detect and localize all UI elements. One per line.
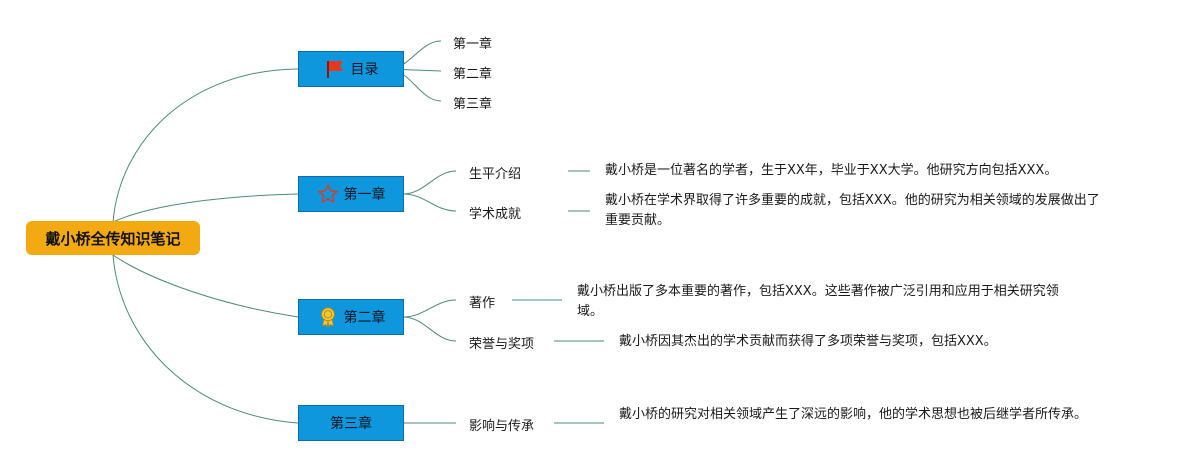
branch-toc[interactable]: 目录 (298, 51, 404, 87)
award-ribbon-icon (317, 306, 339, 328)
note-bio: 戴小桥是一位著名的学者，生于XX年，毕业于XX大学。他研究方向包括XXX。 (605, 163, 1058, 178)
branch-chapter-3[interactable]: 第三章 (298, 405, 404, 441)
connector-root-toc (112, 68, 299, 223)
topic-honors[interactable]: 荣誉与奖项 (469, 337, 535, 352)
branch-chapter-2[interactable]: 第二章 (298, 299, 404, 335)
branch-chapter-1[interactable]: 第一章 (298, 176, 404, 212)
connector-root-ch2 (112, 254, 299, 318)
connector-root-ch3 (112, 254, 299, 424)
branch-chapter-1-label: 第一章 (343, 187, 386, 203)
topic-achievements[interactable]: 学术成就 (469, 207, 522, 222)
branch-toc-label: 目录 (350, 62, 379, 78)
topic-bio[interactable]: 生平介绍 (469, 167, 522, 182)
red-flag-icon (324, 58, 346, 80)
root-topic[interactable]: 戴小桥全传知识笔记 (26, 221, 200, 255)
note-honors: 戴小桥因其杰出的学术贡献而获得了多项荣誉与奖项，包括XXX。 (619, 334, 997, 349)
toc-leaf-1[interactable]: 第一章 (453, 37, 493, 52)
connector-ch2-t1 (402, 299, 457, 318)
note-influence: 戴小桥的研究对相关领域产生了深远的影响，他的学术思想也被后继学者所传承。 (619, 407, 1088, 422)
branch-chapter-3-label: 第三章 (330, 416, 372, 432)
topic-works[interactable]: 著作 (469, 296, 496, 311)
star-icon (317, 183, 339, 205)
topic-influence[interactable]: 影响与传承 (469, 419, 535, 434)
note-works: 戴小桥出版了多本重要的著作，包括XXX。这些著作被广泛引用和应用于相关研究领域。 (577, 284, 1059, 319)
toc-leaf-2[interactable]: 第二章 (453, 67, 493, 82)
connector-ch1-t1 (402, 170, 457, 195)
note-achievements: 戴小桥在学术界取得了许多重要的成就，包括XXX。他的研究为相关领域的发展做出了重… (605, 193, 1100, 228)
connector-root-ch1 (112, 193, 299, 223)
connector-ch2-t2 (402, 316, 457, 342)
toc-leaf-3[interactable]: 第三章 (453, 97, 493, 112)
connector-ch1-t2 (402, 193, 457, 212)
branch-chapter-2-label: 第二章 (343, 310, 386, 326)
